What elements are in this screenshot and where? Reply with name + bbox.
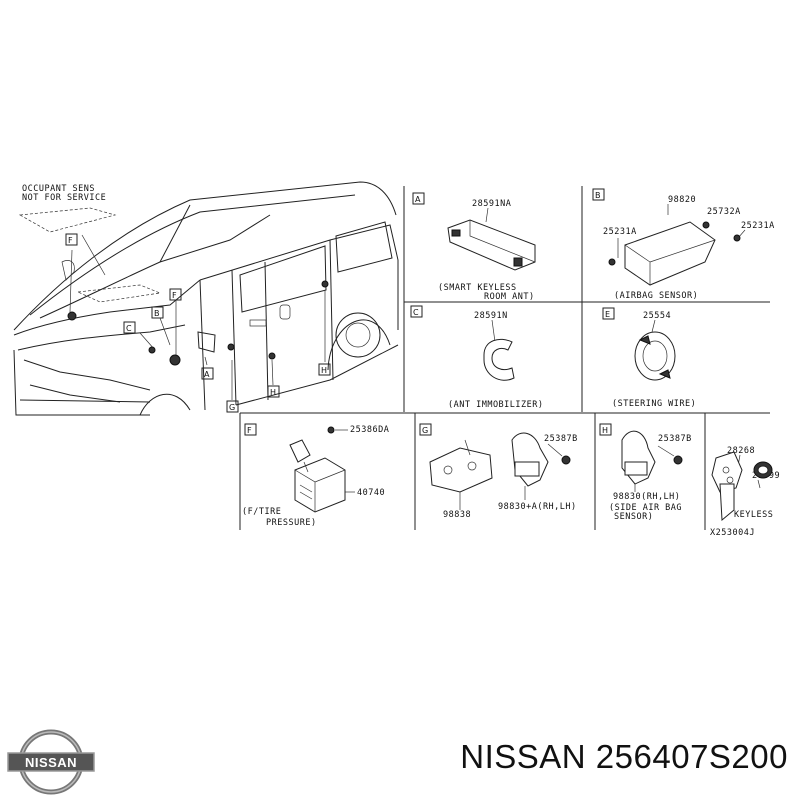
panel-b-part-1: 98820 [668,195,696,205]
panel-h-caption-1: (SIDE AIR BAG [609,503,682,513]
callout-h-1: H [267,385,280,398]
panel-keyless: 28268 28599 KEYLESS X253004J [710,446,780,538]
callout-h-2: H [318,363,331,376]
panel-c-letter: C [413,308,419,317]
van-illustration [13,181,399,416]
panel-k-caption: KEYLESS [734,510,773,520]
panel-e-letter: E [605,310,610,319]
panel-f-part-1: 25386DA [350,425,389,435]
svg-text:C: C [126,324,132,333]
panel-a-caption-2: ROOM ANT) [484,292,535,302]
occupant-note-line2: NOT FOR SERVICE [22,193,106,203]
callout-b: B [151,306,164,319]
panel-c-part: 28591N [474,311,508,321]
svg-text:H: H [270,388,276,397]
callout-a: A [201,367,214,380]
callout-f-2: F [169,288,182,301]
panel-g-part-1: 25387B [544,434,578,444]
panel-f: F 25386DA 40740 (F/TIRE PRESSURE) [242,423,389,528]
panel-b-part-4: 25231A [603,227,637,237]
svg-text:A: A [204,370,210,379]
panel-g: G 25387B 98838 98830+A(RH,LH) [419,423,578,520]
svg-text:H: H [321,366,327,375]
panel-e-caption: (STEERING WIRE) [612,399,696,409]
callout-g: G [226,400,239,413]
part-number-title: NISSAN 256407S200 [460,738,788,775]
panel-f-part-2: 40740 [357,488,385,498]
panel-a-caption-1: (SMART KEYLESS [438,283,517,293]
panel-h-letter: H [602,426,608,435]
panel-k-ref: X253004J [710,528,755,538]
panel-b-part-3: 25231A [741,221,775,231]
panel-grid [239,186,770,530]
panel-h-part-1: 25387B [658,434,692,444]
occupant-note-line1: OCCUPANT SENS [22,184,95,194]
panel-a-letter: A [415,195,421,204]
panel-b-caption: (AIRBAG SENSOR) [614,291,698,301]
panel-f-caption-2: PRESSURE) [266,518,317,528]
svg-text:F: F [68,236,73,245]
panel-g-part-2: 98838 [443,510,471,520]
panel-k-part-1: 28268 [727,446,755,456]
svg-text:F: F [172,291,177,300]
svg-text:B: B [154,309,160,318]
panel-c-caption: (ANT IMMOBILIZER) [448,400,544,410]
panel-g-letter: G [422,426,428,435]
panel-f-caption-1: (F/TIRE [242,507,281,517]
panel-a: A 28591NA (SMART KEYLESS ROOM ANT) [412,192,536,302]
panel-a-part: 28591NA [472,199,511,209]
panel-f-letter: F [247,426,252,435]
panel-h: H 25387B 98830(RH,LH) (SIDE AIR BAG SENS… [599,423,692,522]
panel-h-part-2: 98830(RH,LH) [613,492,680,502]
panel-c: C 28591N (ANT IMMOBILIZER) [410,305,544,410]
nissan-logo: NISSAN [7,729,95,795]
svg-text:G: G [229,403,235,412]
panel-e-part: 25554 [643,311,671,321]
panel-b-part-2: 25732A [707,207,741,217]
callout-f-1: F [65,233,78,246]
panel-b: B 98820 25732A 25231A 25231A (AIRBAG SEN… [592,188,775,301]
panel-b-letter: B [595,191,601,200]
callout-c: C [123,321,136,334]
panel-h-caption-2: SENSOR) [614,512,653,522]
panel-e: E 25554 (STEERING WIRE) [602,307,696,409]
logo-text: NISSAN [25,755,77,770]
panel-g-part-3: 98830+A(RH,LH) [498,502,577,512]
